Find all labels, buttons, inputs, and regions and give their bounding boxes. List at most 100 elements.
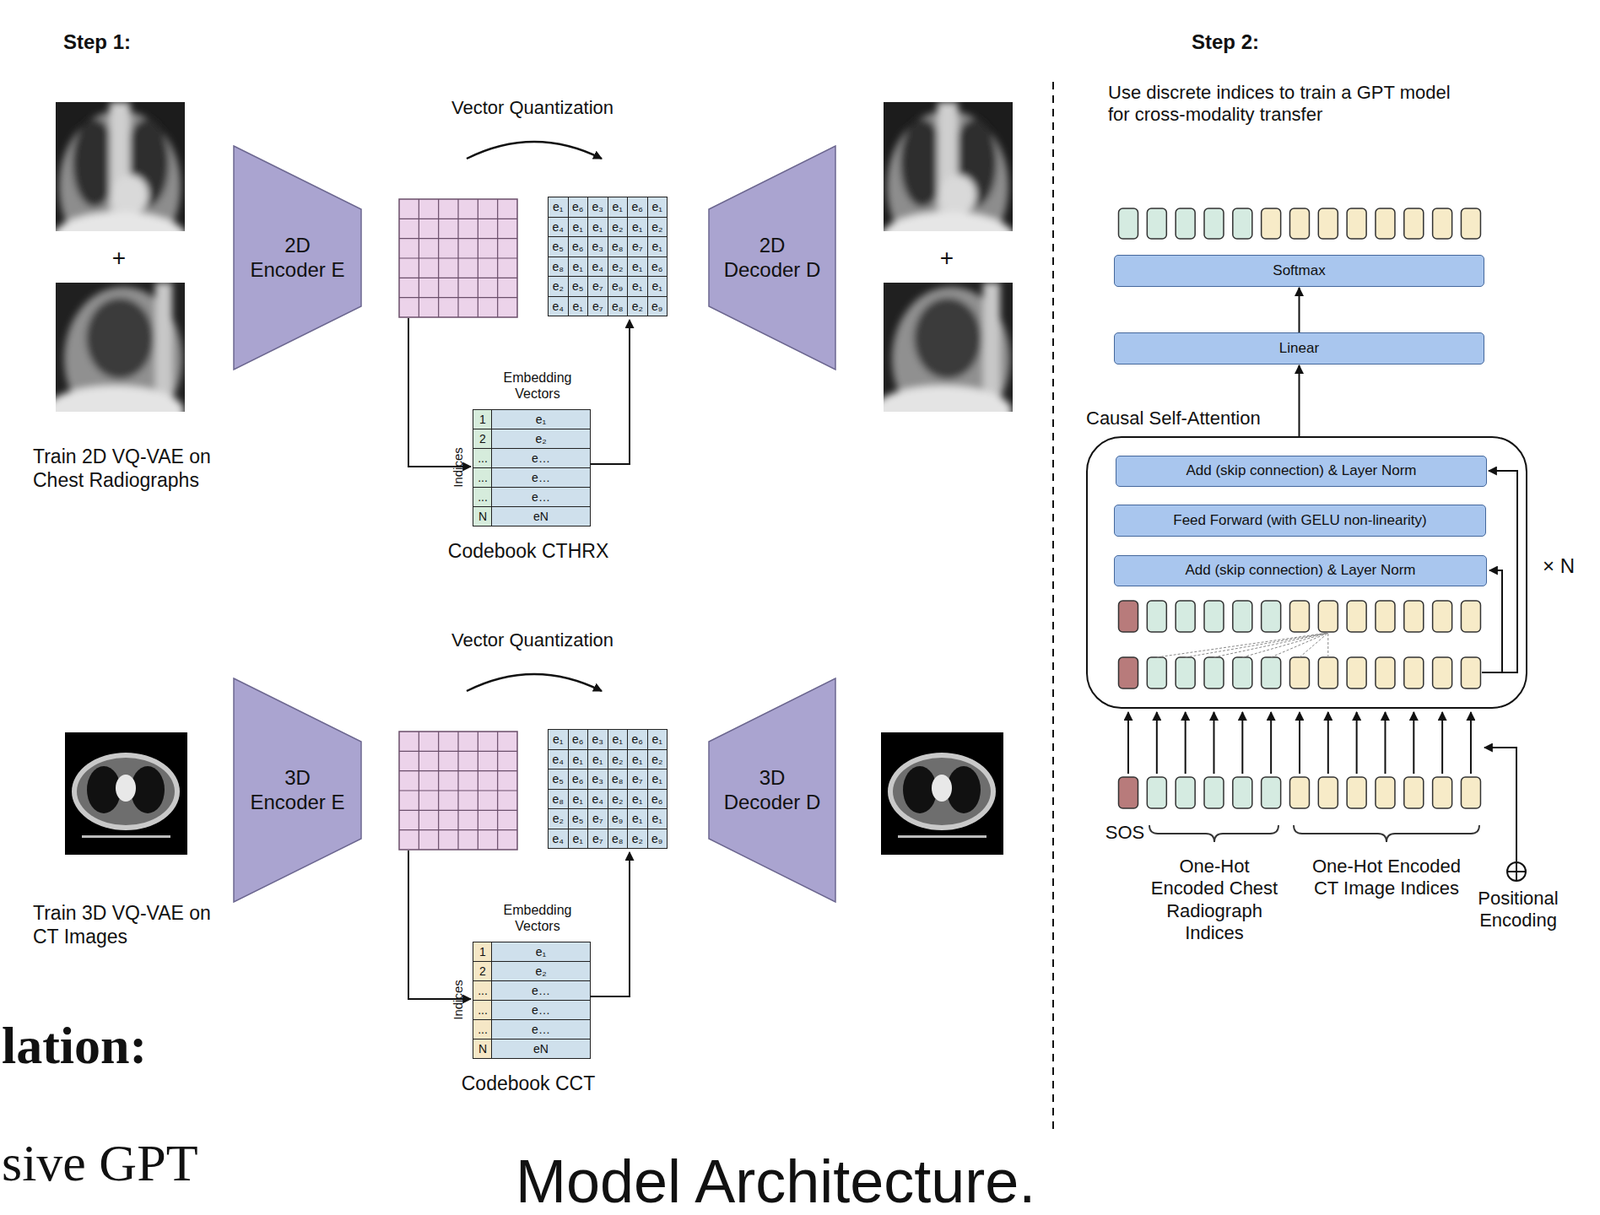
grid-line — [477, 731, 479, 850]
skip-arrow — [1489, 570, 1503, 673]
cut-off-text: lation: — [1, 1014, 147, 1077]
curved-arrow — [466, 141, 602, 159]
plus-sign: + — [940, 243, 954, 273]
table-cell: e₆ — [567, 768, 590, 790]
table-cell: e₁ — [627, 789, 649, 811]
vector-cell: e… — [491, 980, 591, 1001]
divider-line — [1052, 81, 1055, 1133]
table-cell: e₁ — [627, 275, 649, 298]
table-cell: e₁ — [567, 256, 590, 278]
token-group-label: One-Hot Encoded CT Image Indices — [1310, 855, 1463, 901]
token-box — [1375, 657, 1395, 689]
table-cell: e₃ — [587, 768, 609, 790]
step-heading: Step 2: — [1191, 30, 1260, 55]
table-cell: e₇ — [627, 768, 649, 790]
node-text: 3D Decoder D — [719, 766, 825, 816]
input-arrow — [1270, 712, 1272, 774]
grid-line — [399, 297, 518, 298]
connector-arrow — [1298, 287, 1301, 333]
table-cell: e₅ — [567, 275, 590, 298]
grid-line — [477, 199, 479, 318]
vector-cell: eN — [491, 506, 591, 527]
attention-line — [1327, 632, 1329, 658]
vector-cell: e… — [491, 1000, 591, 1021]
table-cell: e₈ — [607, 768, 629, 790]
token-box — [1432, 600, 1453, 633]
ct-image — [64, 732, 188, 855]
token-box — [1318, 657, 1338, 689]
grid-line — [399, 789, 518, 791]
index-cell: ... — [472, 467, 493, 488]
table-cell: e₁ — [647, 196, 669, 218]
grid-line — [399, 829, 518, 831]
table-cell: e₁ — [567, 296, 590, 318]
table-cell: e₉ — [647, 296, 669, 318]
token-box — [1346, 208, 1367, 239]
step-caption: Train 2D VQ-VAE on Chest Radiographs — [32, 445, 236, 492]
token-label: SOS — [1105, 821, 1145, 844]
token-box — [1460, 777, 1481, 809]
vector-cell: eN — [491, 1038, 591, 1060]
token-box — [1289, 600, 1309, 633]
lookup-arrow — [590, 319, 630, 465]
token-box — [1118, 600, 1139, 633]
feature-grid — [399, 731, 518, 850]
attention-line — [1185, 632, 1329, 658]
table-cell: e₄ — [587, 256, 609, 278]
axis-label: Indices — [450, 979, 466, 1021]
grid-line — [399, 277, 518, 279]
table-cell: e₁ — [547, 729, 569, 751]
input-arrow — [1441, 712, 1444, 774]
table-cell: e₆ — [567, 196, 590, 218]
token-box — [1204, 777, 1224, 809]
token-box — [1146, 657, 1167, 689]
caption: Model Architecture. — [515, 1151, 1036, 1212]
node-text: Feed Forward (with GELU non-linearity) — [1172, 512, 1427, 530]
table-cell: e₆ — [567, 236, 590, 258]
axis-label: Indices — [450, 447, 466, 488]
repeat-label: × N — [1542, 554, 1575, 579]
table-cell: e₈ — [607, 296, 629, 318]
table-cell: e₁ — [587, 749, 609, 771]
trapezoid-shape — [708, 678, 836, 903]
token-box — [1146, 600, 1167, 633]
node-text: Add (skip connection) & Layer Norm — [1185, 462, 1417, 480]
index-cell: N — [472, 1038, 493, 1060]
table-cell: e₆ — [627, 729, 649, 751]
table-cell: e₄ — [547, 749, 569, 771]
grid-line — [497, 199, 498, 318]
attention-line — [1156, 632, 1329, 658]
table-cell: e₆ — [567, 729, 590, 751]
brace — [1293, 825, 1480, 843]
table-cell: e₂ — [647, 749, 669, 771]
table-cell: e₉ — [607, 808, 629, 830]
table-cell: e₇ — [587, 828, 609, 850]
table-cell: e₄ — [587, 789, 609, 811]
token-box — [1289, 777, 1309, 809]
token-box — [1232, 777, 1253, 809]
xray-frontal-image — [52, 102, 188, 266]
plus-sign: + — [112, 243, 126, 273]
layer-box: Feed Forward (with GELU non-linearity) — [1113, 504, 1487, 537]
input-arrow — [1127, 712, 1130, 774]
encoder-trapezoid: 2D Encoder E — [232, 145, 363, 371]
lookup-arrow — [590, 852, 630, 997]
step-description: Use discrete indices to train a GPT mode… — [1108, 81, 1463, 127]
attention-line — [1270, 632, 1329, 658]
token-box — [1232, 600, 1253, 633]
token-group — [399, 199, 1481, 850]
token-box — [1175, 657, 1195, 689]
positional-label: Positional Encoding — [1463, 887, 1573, 933]
table-cell: e₂ — [607, 216, 629, 238]
add-symbol — [1507, 862, 1526, 882]
token-box — [1404, 657, 1424, 689]
xray-lateral-image — [873, 282, 1013, 437]
token-box — [1118, 777, 1139, 809]
index-cell: ... — [472, 486, 493, 508]
token-box — [1404, 777, 1424, 809]
node-text: 2D Encoder E — [245, 233, 351, 283]
token-box — [1232, 208, 1253, 239]
token-box — [1204, 208, 1224, 239]
index-cell: ... — [472, 1000, 493, 1021]
table-cell: e₂ — [607, 789, 629, 811]
